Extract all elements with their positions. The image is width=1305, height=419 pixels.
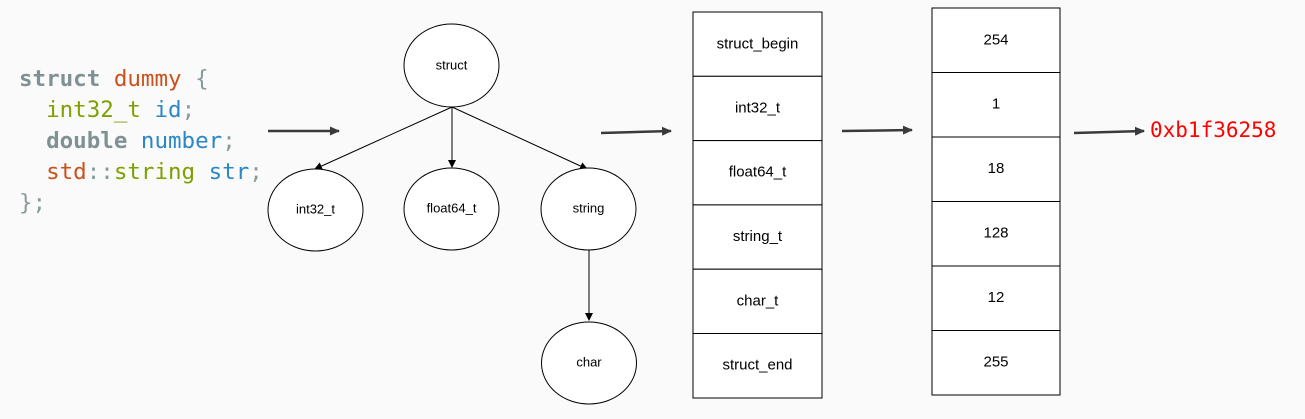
value-cell-label: 128: [983, 224, 1008, 241]
tree-node-label: string: [573, 200, 605, 215]
value-cell: 1: [931, 72, 1061, 138]
value-cell-label: 12: [988, 289, 1005, 306]
value-cell: 255: [931, 330, 1061, 396]
value-cell-label: 255: [983, 353, 1008, 370]
tree-node-char: char: [541, 321, 637, 405]
value-cell-label: 254: [983, 31, 1008, 48]
code-token: };: [19, 190, 47, 216]
arrow-tree-to-tokens: [600, 126, 672, 136]
token-cell-label: int32_t: [735, 99, 781, 116]
tree-node-label: float64_t: [427, 200, 477, 215]
token-cell: char_t: [692, 268, 823, 335]
token-cell: int32_t: [692, 75, 823, 142]
code-line: int32_t id;: [19, 95, 263, 126]
token-cell-label: string_t: [733, 228, 783, 245]
tree-node-root: struct: [403, 23, 500, 108]
code-token: ;: [249, 159, 263, 185]
token-cell: string_t: [692, 204, 823, 270]
code-line: struct dummy {: [19, 64, 263, 95]
arrow-values-to-hash: [1073, 126, 1145, 136]
code-line: double number;: [19, 126, 263, 157]
code-token: string: [113, 159, 196, 185]
token-cell: float64_t: [692, 140, 823, 206]
code-token: ;: [222, 128, 236, 154]
code-token: number: [140, 128, 223, 154]
code-token: str: [208, 159, 250, 185]
token-cell-label: float64_t: [729, 163, 787, 180]
hash-output: 0xb1f36258: [1150, 118, 1276, 142]
code-line: };: [19, 188, 263, 219]
token-cell-label: char_t: [737, 292, 780, 309]
code-token: std: [46, 159, 87, 185]
tree-node-label: int32_t: [296, 201, 335, 216]
value-cell-label: 18: [988, 160, 1005, 177]
value-cell: 18: [931, 136, 1061, 202]
token-cell-label: struct_begin: [717, 35, 799, 52]
code-token: double: [46, 128, 128, 154]
code-token: int32_t: [46, 97, 141, 123]
code-token: dummy: [113, 66, 182, 92]
tree-node-label: struct: [436, 57, 468, 72]
value-cell: 254: [931, 7, 1061, 73]
tree-edge-struct-int32: [314, 106, 453, 170]
code-token: ::: [86, 159, 114, 185]
tree-node-float64: float64_t: [403, 167, 500, 251]
token-cell: struct_begin: [692, 11, 823, 77]
token-cell: struct_end: [692, 333, 823, 399]
tree-node-int32: int32_t: [267, 168, 364, 252]
code-token: struct: [19, 66, 101, 92]
code-token: ;: [181, 97, 196, 123]
tree-node-label: char: [576, 354, 602, 369]
token-column: struct_begin int32_t float64_t string_t …: [692, 11, 823, 399]
tree-node-string: string: [540, 167, 637, 251]
value-cell: 12: [931, 265, 1061, 331]
struct-code-snippet: struct dummy { int32_t id; double number…: [19, 64, 263, 219]
value-column: 254 1 18 128 12 255: [931, 7, 1061, 396]
code-token: id: [154, 97, 182, 123]
code-line: std::string str;: [19, 157, 263, 188]
code-token: {: [181, 66, 209, 92]
arrow-tokens-to-values: [841, 125, 913, 135]
token-cell-label: struct_end: [722, 356, 792, 373]
tree-edge-struct-string: [451, 106, 588, 170]
value-cell-label: 1: [992, 95, 1000, 112]
value-cell: 128: [931, 201, 1061, 267]
